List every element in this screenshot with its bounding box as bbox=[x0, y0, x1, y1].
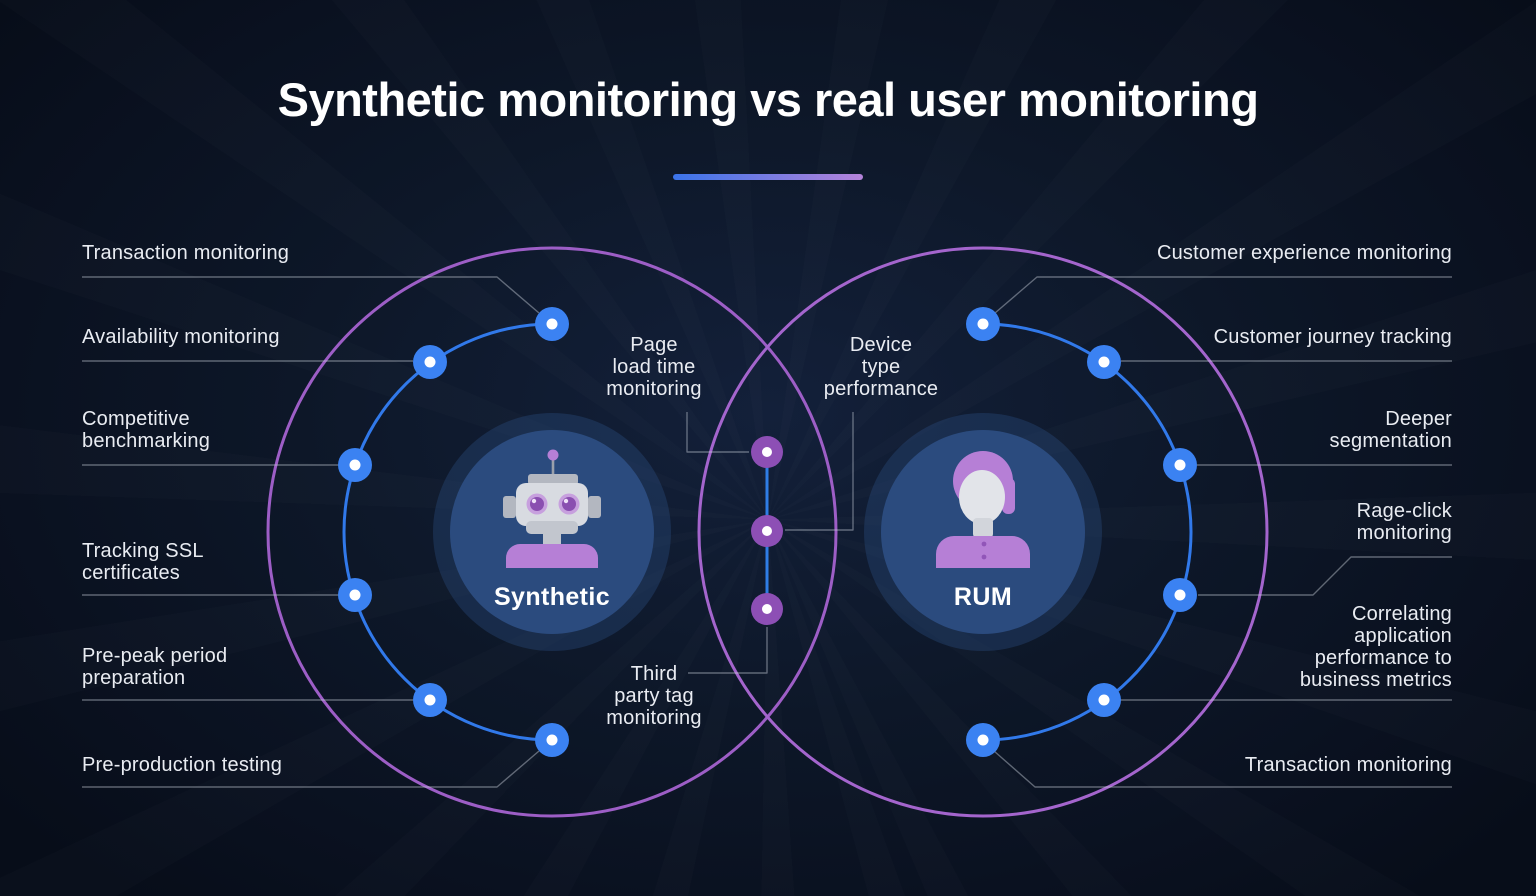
right-item-customer-experience-monitoring: Customer experience monitoring bbox=[1156, 242, 1452, 264]
right-item-customer-journey-tracking: Customer journey tracking bbox=[1213, 326, 1452, 348]
rum-circle-label: RUM bbox=[953, 583, 1013, 611]
right-item-deeper-segmentation: Deeper segmentation bbox=[1329, 408, 1452, 452]
leader-lines-middle bbox=[686, 412, 854, 674]
right-item-transaction-monitoring: Transaction monitoring bbox=[1244, 754, 1452, 776]
right-item-correlating-application-performance: Correlating application performance to b… bbox=[1299, 603, 1452, 691]
venn-circle-synthetic bbox=[266, 246, 838, 818]
person-icon bbox=[936, 451, 1030, 568]
shared-item-page-load-time-monitoring: Page load time monitoring bbox=[606, 334, 702, 400]
left-item-tracking-ssl-certificates: Tracking SSL certificates bbox=[82, 540, 204, 584]
node-arc-left bbox=[342, 322, 553, 742]
nodes-shared bbox=[751, 436, 783, 625]
robot-icon bbox=[503, 449, 601, 568]
page-title: Synthetic monitoring vs real user monito… bbox=[277, 73, 1259, 126]
nodes-right bbox=[966, 307, 1197, 757]
left-item-competitive-benchmarking: Competitive benchmarking bbox=[82, 408, 211, 452]
nodes-left bbox=[338, 307, 569, 757]
title-divider bbox=[673, 174, 863, 180]
shared-item-third-party-tag-monitoring: Third party tag monitoring bbox=[606, 663, 702, 729]
right-item-rage-click-monitoring: Rage-click monitoring bbox=[1356, 500, 1452, 544]
node-arc-right bbox=[982, 322, 1193, 742]
left-item-pre-peak-period-preparation: Pre-peak period preparation bbox=[82, 645, 228, 689]
shared-item-device-type-performance: Device type performance bbox=[823, 334, 939, 400]
leader-lines-right bbox=[993, 276, 1452, 788]
left-item-pre-production-testing: Pre-production testing bbox=[82, 754, 283, 776]
venn-circle-rum bbox=[697, 246, 1269, 818]
synthetic-circle-label: Synthetic bbox=[493, 583, 611, 611]
left-item-availability-monitoring: Availability monitoring bbox=[82, 326, 280, 348]
left-item-transaction-monitoring: Transaction monitoring bbox=[82, 242, 290, 264]
leader-lines-left bbox=[82, 276, 540, 788]
